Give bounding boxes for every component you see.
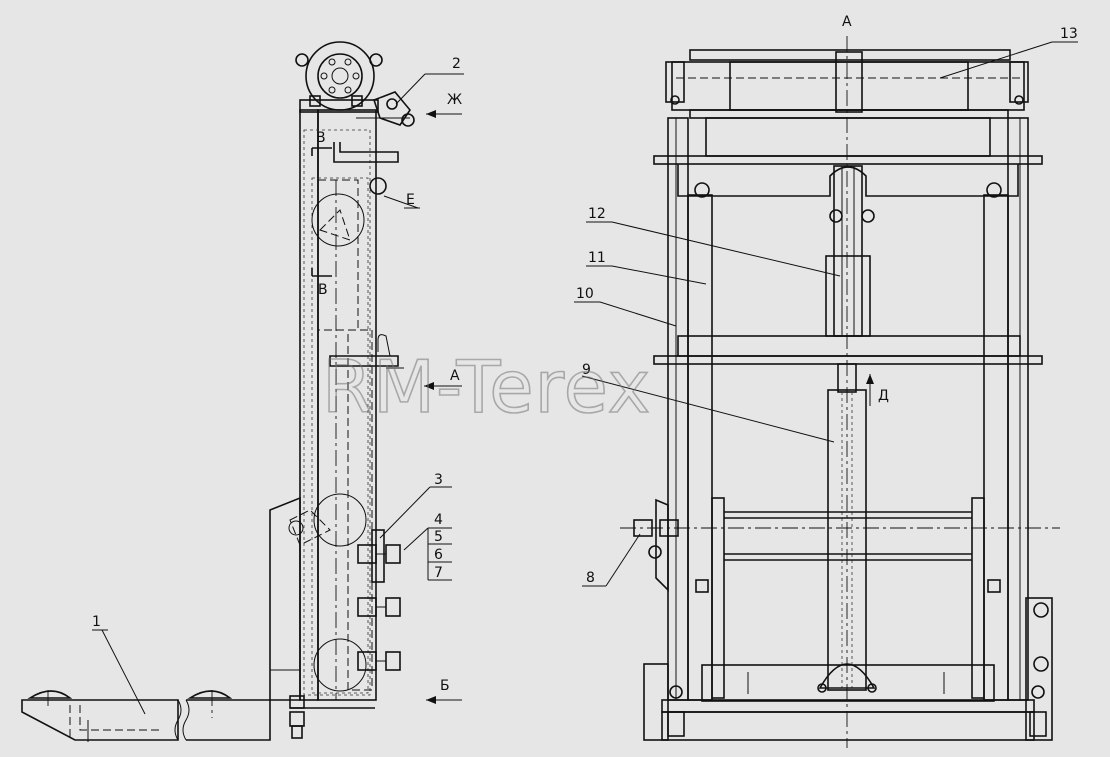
callout-7: 7 (434, 565, 443, 581)
view-label-a: А (450, 368, 460, 384)
view-arrow-zh (426, 110, 462, 118)
svg-text:13: 13 (1060, 26, 1078, 42)
top-drive (295, 41, 415, 127)
callout-stack-4-7: 4 5 6 7 (403, 512, 452, 581)
view-title-a: A (842, 14, 852, 30)
svg-text:9: 9 (582, 362, 591, 378)
svg-text:12: 12 (588, 206, 606, 222)
callout-9: 9 (581, 362, 835, 443)
callout-10: 10 (574, 286, 677, 327)
view-arrow-b (426, 696, 462, 704)
section-label-top: В (316, 130, 326, 146)
svg-text:10: 10 (576, 286, 594, 302)
svg-text:3: 3 (434, 472, 443, 488)
mast-column (289, 109, 377, 701)
svg-text:8: 8 (586, 570, 595, 586)
callout-5: 5 (434, 529, 443, 545)
carriage (620, 497, 1060, 741)
bolt-group (357, 544, 401, 671)
callout-2: 2 (395, 56, 464, 105)
front-view: A (574, 14, 1078, 748)
side-view: Ж А Б В В Е 1 2 3 4 5 (21, 41, 464, 742)
section-label-bottom: В (318, 282, 328, 298)
callout-11: 11 (586, 250, 707, 285)
base-beam (21, 690, 271, 742)
callout-8: 8 (582, 533, 641, 587)
watermark: RM-Terex (322, 345, 651, 429)
callout-1: 1 (92, 614, 146, 715)
callout-6: 6 (434, 547, 443, 563)
direction-arrow-d: Д (866, 374, 889, 406)
direction-label-d: Д (878, 388, 889, 404)
svg-text:2: 2 (452, 56, 461, 72)
callout-3: 3 (379, 472, 452, 539)
svg-text:11: 11 (588, 250, 606, 266)
callout-4: 4 (434, 512, 443, 528)
callout-12: 12 (586, 206, 841, 277)
detail-label-e: Е (406, 192, 415, 208)
svg-text:1: 1 (92, 614, 101, 630)
foot-bolt (289, 695, 305, 739)
callout-13: 13 (939, 26, 1078, 79)
view-arrow-a (386, 367, 462, 390)
view-label-b: Б (440, 678, 450, 694)
view-label-zh: Ж (447, 92, 462, 108)
chain-assembly (818, 165, 876, 691)
